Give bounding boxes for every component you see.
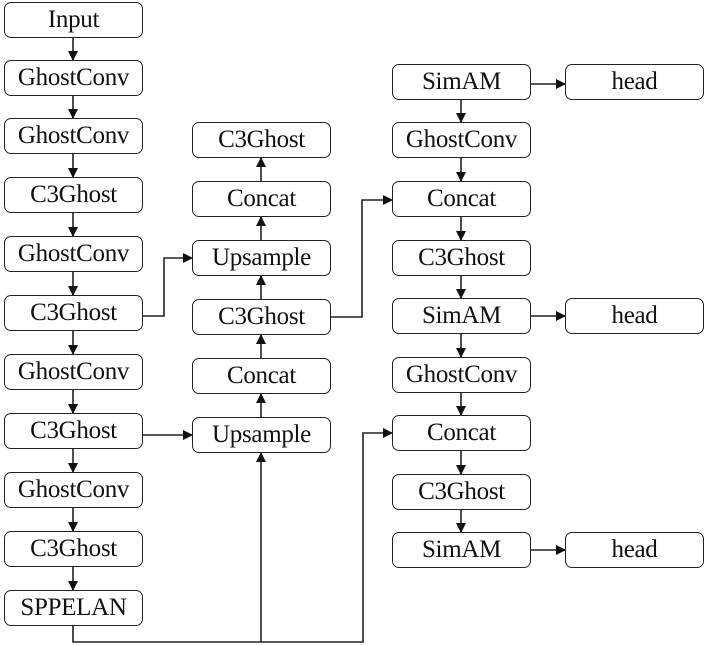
down-concat-node-1: Concat bbox=[392, 181, 531, 217]
backbone-c3ghost-node-1: C3Ghost bbox=[4, 177, 143, 213]
down-c3ghost-node-1: C3Ghost bbox=[392, 240, 531, 276]
connector-arrow bbox=[261, 428, 393, 643]
down-concat-node-2: Concat bbox=[392, 415, 531, 451]
neck-concat-node-2: Concat bbox=[192, 358, 331, 394]
backbone-c3ghost-node-4: C3Ghost bbox=[4, 531, 143, 567]
backbone-ghostconv-node-3: GhostConv bbox=[4, 236, 143, 272]
head-node-3: head bbox=[565, 532, 704, 568]
backbone-ghostconv-node-1: GhostConv bbox=[4, 60, 143, 96]
backbone-sppelan-node: SPPELAN bbox=[4, 590, 143, 626]
backbone-ghostconv-node-4: GhostConv bbox=[4, 354, 143, 390]
connector-arrow bbox=[72, 452, 266, 643]
simam-node-3: SimAM bbox=[392, 532, 531, 568]
neck-upsample-node-2: Upsample bbox=[192, 417, 331, 453]
down-c3ghost-node-2: C3Ghost bbox=[392, 474, 531, 510]
backbone-ghostconv-node-5: GhostConv bbox=[4, 472, 143, 508]
simam-node-1: SimAM bbox=[392, 64, 531, 100]
connector-arrow bbox=[331, 195, 393, 318]
backbone-c3ghost-node-2: C3Ghost bbox=[4, 295, 143, 331]
neck-upsample-node-1: Upsample bbox=[192, 240, 331, 276]
neck-c3ghost-node-mid: C3Ghost bbox=[192, 299, 331, 335]
head-node-2: head bbox=[565, 298, 704, 334]
simam-node-2: SimAM bbox=[392, 298, 531, 334]
head-node-1: head bbox=[565, 64, 704, 100]
neck-c3ghost-node-top: C3Ghost bbox=[192, 122, 331, 158]
connector-arrow bbox=[143, 253, 193, 317]
down-ghostconv-node-1: GhostConv bbox=[392, 122, 531, 158]
backbone-input-node: Input bbox=[4, 2, 143, 38]
down-ghostconv-node-2: GhostConv bbox=[392, 357, 531, 393]
backbone-ghostconv-node-2: GhostConv bbox=[4, 118, 143, 154]
neck-concat-node-1: Concat bbox=[192, 181, 331, 217]
backbone-c3ghost-node-3: C3Ghost bbox=[4, 413, 143, 449]
